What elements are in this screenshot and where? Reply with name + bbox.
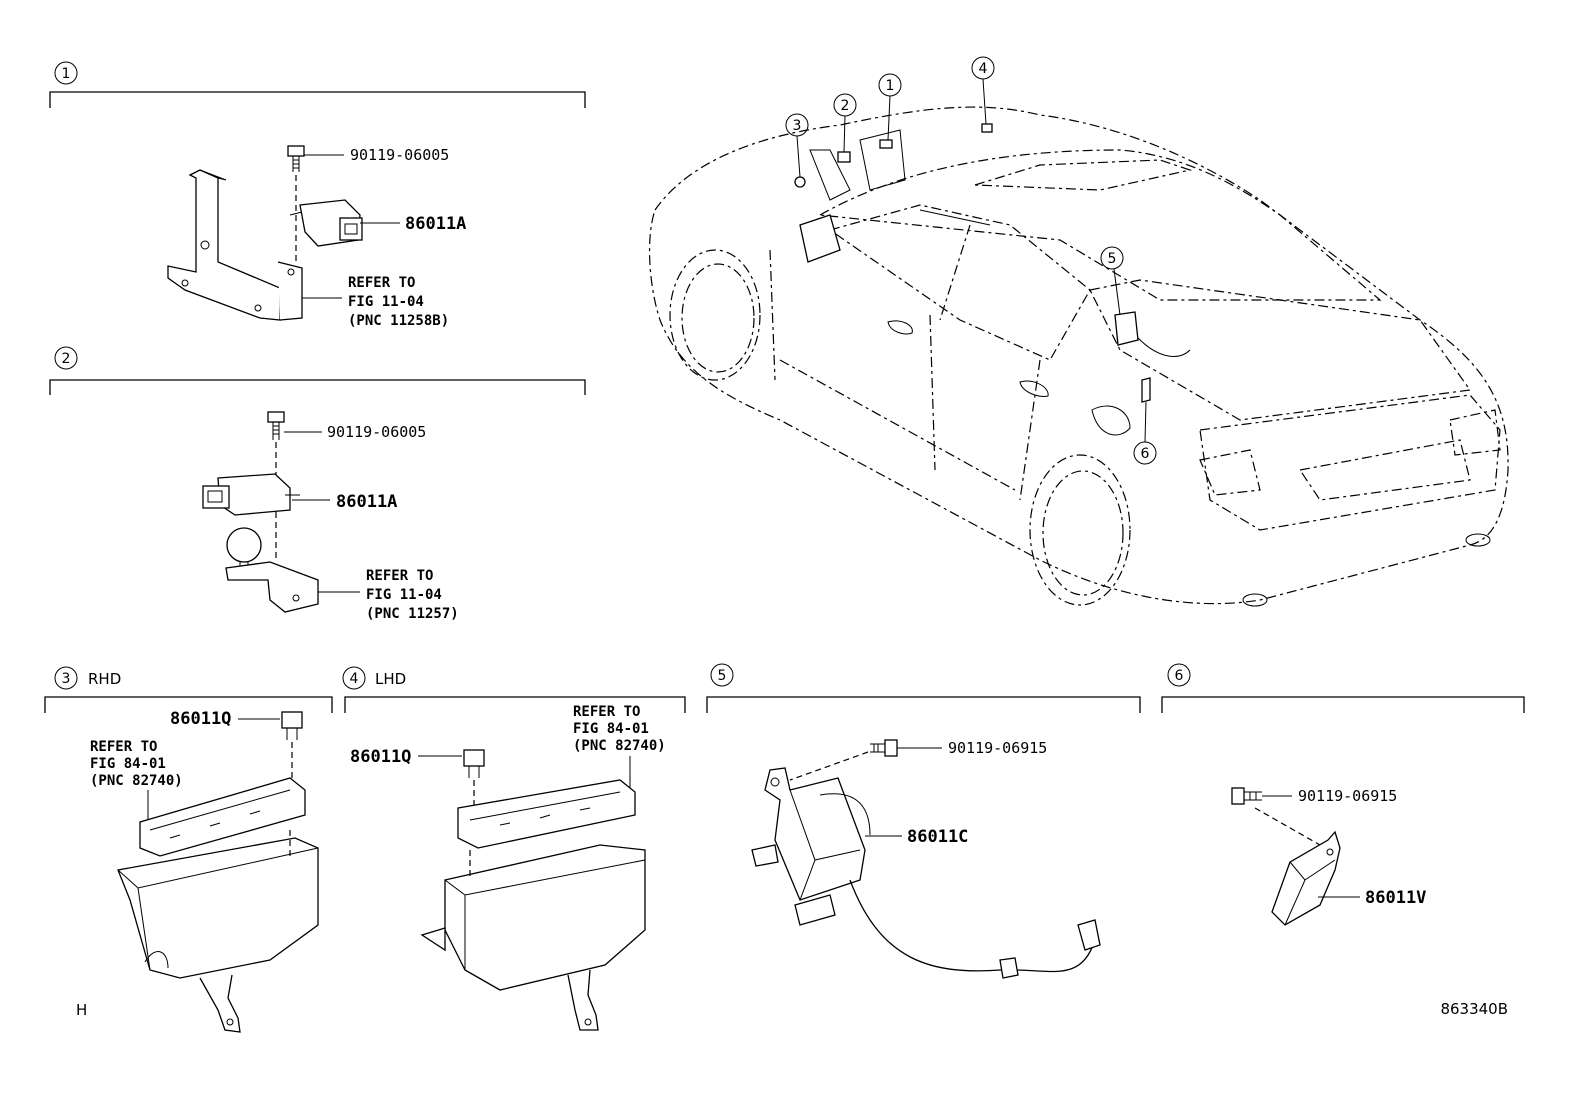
section-4: 4 LHD 86011Q REFER TO FIG 84-01 (PNC 827… bbox=[342, 666, 686, 1031]
bolt-icon bbox=[1231, 787, 1262, 805]
s4-refer-line3: (PNC 82740) bbox=[573, 738, 666, 754]
callout-6-number: 6 bbox=[1141, 446, 1150, 462]
section-3-marker bbox=[54, 666, 78, 690]
s3-refer-line3: (PNC 82740) bbox=[90, 773, 183, 789]
sensor-icon bbox=[202, 473, 300, 516]
section-5-bracket bbox=[706, 696, 1141, 713]
relay-block-illustration bbox=[420, 779, 646, 1031]
section-3-bracket bbox=[44, 696, 333, 713]
diagram-number: 863340B bbox=[1440, 1000, 1508, 1018]
bolt-icon bbox=[870, 739, 898, 757]
section-2-marker bbox=[54, 346, 78, 370]
s2-bolt-label: 90119-06005 bbox=[327, 423, 426, 441]
s2-refer-line1: REFER TO bbox=[366, 568, 433, 584]
section-1-bracket bbox=[49, 91, 586, 108]
callout-5: 5 bbox=[1100, 246, 1124, 316]
bolt-icon bbox=[287, 145, 305, 172]
callout-5-number: 5 bbox=[1108, 251, 1117, 267]
s4-refer-line2: FIG 84-01 bbox=[573, 721, 649, 737]
callout-1: 1 bbox=[878, 73, 902, 141]
relay-icon bbox=[463, 749, 485, 778]
s1-part-label: 86011A bbox=[405, 214, 466, 234]
s5-part-label: 86011C bbox=[907, 827, 968, 847]
bracket-illustration bbox=[167, 169, 303, 321]
section-3: 3 RHD 86011Q REFER TO FIG 84-01 (PNC 827… bbox=[44, 666, 333, 1033]
harness-cable bbox=[849, 879, 1101, 979]
control-module-illustration bbox=[751, 767, 871, 926]
section-1-number: 1 bbox=[62, 66, 71, 82]
s1-refer-line3: (PNC 11258B) bbox=[348, 313, 449, 329]
section-6-number: 6 bbox=[1175, 668, 1184, 684]
callout-4: 4 bbox=[971, 56, 995, 125]
sensor-module-illustration bbox=[1271, 830, 1341, 926]
bracket-illustration bbox=[225, 527, 319, 613]
s2-refer-line2: FIG 11-04 bbox=[366, 587, 442, 603]
s2-part-label: 86011A bbox=[336, 492, 397, 512]
callout-6: 6 bbox=[1133, 401, 1157, 465]
section-4-marker bbox=[342, 666, 366, 690]
bolt-icon bbox=[267, 411, 285, 440]
section-6-marker bbox=[1167, 663, 1191, 687]
section-2-bracket bbox=[49, 379, 586, 395]
section-6: 6 90119-06915 86011V bbox=[1161, 663, 1525, 926]
vehicle-illustration: 1 2 3 4 5 6 bbox=[648, 56, 1509, 607]
section-5-number: 5 bbox=[718, 668, 727, 684]
section-1-marker bbox=[54, 61, 78, 85]
section-2-number: 2 bbox=[62, 351, 71, 367]
s3-part-label: 86011Q bbox=[170, 709, 231, 729]
section-4-bracket bbox=[344, 696, 686, 713]
callout-1-number: 1 bbox=[886, 78, 895, 94]
callout-4-number: 4 bbox=[979, 61, 988, 77]
section-5: 5 90119-06915 86011C bbox=[706, 663, 1141, 979]
section-1: 1 90119-06005 86011A REFER bbox=[49, 61, 586, 329]
section-3-number: 3 bbox=[62, 671, 71, 687]
s5-bolt-label: 90119-06915 bbox=[948, 739, 1047, 757]
section-3-tag: RHD bbox=[88, 670, 121, 688]
s4-refer-line1: REFER TO bbox=[573, 704, 640, 720]
callout-3-number: 3 bbox=[793, 118, 802, 134]
callout-2: 2 bbox=[833, 93, 857, 153]
s1-bolt-label: 90119-06005 bbox=[350, 146, 449, 164]
s6-bolt-label: 90119-06915 bbox=[1298, 787, 1397, 805]
callout-2-number: 2 bbox=[841, 98, 850, 114]
s3-refer-line1: REFER TO bbox=[90, 739, 157, 755]
s6-part-label: 86011V bbox=[1365, 888, 1426, 908]
s1-refer-line2: FIG 11-04 bbox=[348, 294, 424, 310]
section-4-number: 4 bbox=[350, 671, 359, 687]
relay-block-illustration bbox=[117, 777, 319, 1033]
sensor-icon bbox=[289, 199, 363, 247]
callout-3: 3 bbox=[785, 113, 809, 178]
section-2: 2 90119-06005 86011A REFER TO FIG 11-04 … bbox=[49, 346, 586, 622]
s3-refer-line2: FIG 84-01 bbox=[90, 756, 166, 772]
section-5-marker bbox=[710, 663, 734, 687]
s1-refer-line1: REFER TO bbox=[348, 275, 415, 291]
section-6-bracket bbox=[1161, 696, 1525, 713]
footer-left-mark: H bbox=[76, 1001, 87, 1019]
s4-part-label: 86011Q bbox=[350, 747, 411, 767]
section-4-tag: LHD bbox=[375, 670, 406, 688]
relay-icon bbox=[281, 711, 303, 740]
s2-refer-line3: (PNC 11257) bbox=[366, 606, 459, 622]
